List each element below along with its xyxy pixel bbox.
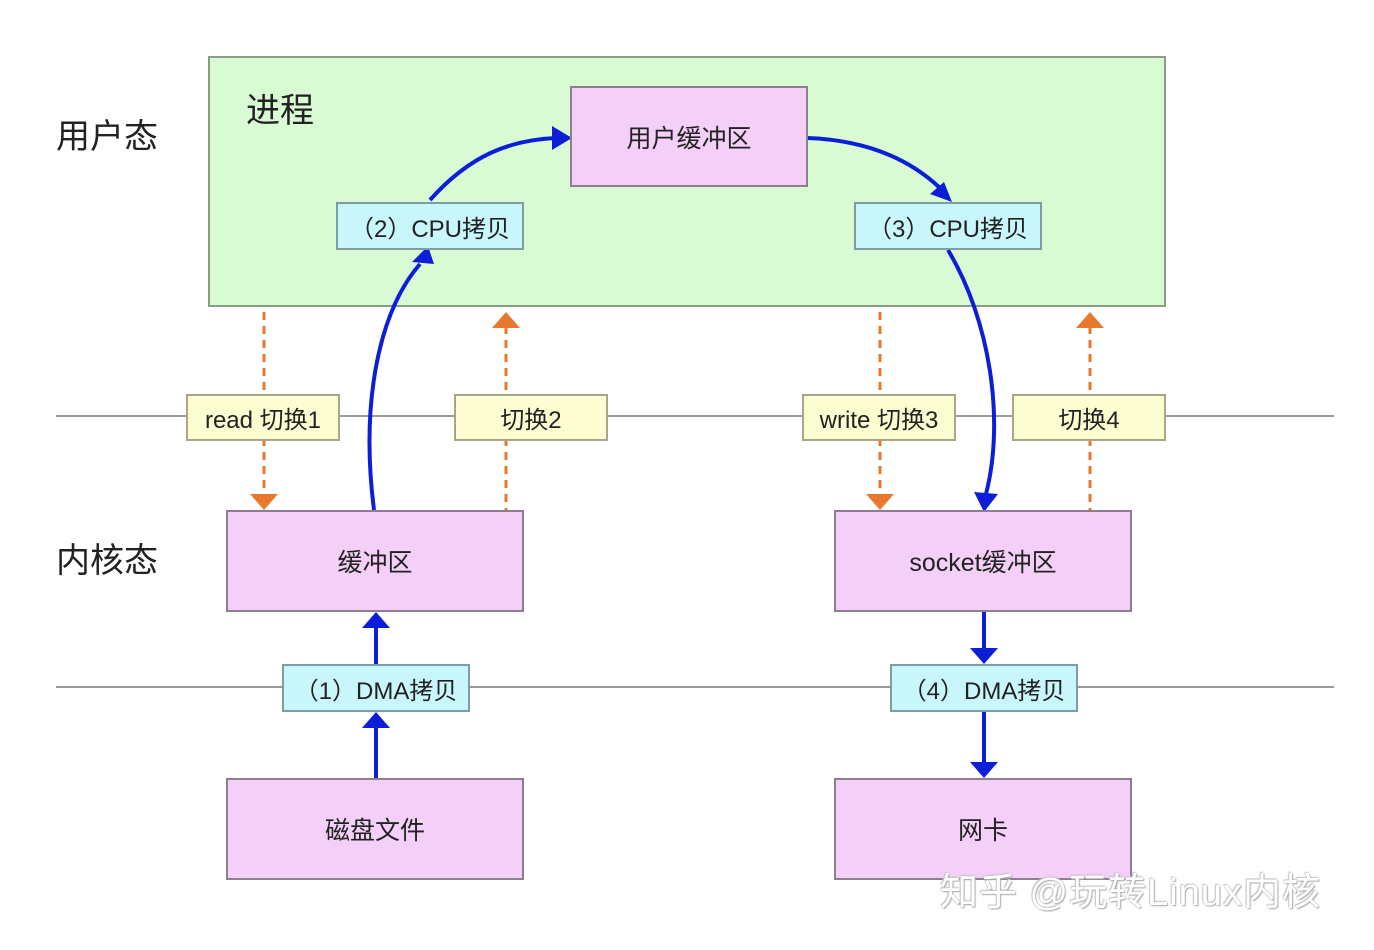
kernel-mode-label: 内核态 (56, 542, 158, 580)
dma-copy-1-label: （1）DMA拷贝 (282, 664, 470, 712)
disk-file-box: 磁盘文件 (226, 778, 524, 880)
socket-buffer-to-dma-copy-4-arrow (970, 612, 998, 664)
disk-file-to-dma-copy-1-arrow (362, 712, 390, 778)
dma-copy-1-to-kernel-buffer-arrow (362, 612, 390, 664)
switch3-label: write 切换3 (802, 394, 956, 441)
kernel-hardware-boundary-line (56, 686, 1334, 688)
kernel-buffer-box: 缓冲区 (226, 510, 524, 612)
cpu-copy-2-to-user-buffer-arrow (428, 126, 572, 202)
user-buffer-box: 用户缓冲区 (570, 86, 808, 187)
cpu-copy-2-label: （2）CPU拷贝 (336, 202, 524, 250)
switch1-label: read 切换1 (186, 394, 340, 441)
user-kernel-boundary-line (56, 415, 1334, 417)
process-title: 进程 (246, 92, 314, 130)
switch4-label: 切换4 (1012, 394, 1166, 441)
switch2-label: 切换2 (454, 394, 608, 441)
cpu-copy-3-label: （3）CPU拷贝 (854, 202, 1042, 250)
user-mode-label: 用户态 (56, 118, 158, 156)
socket-buffer-box: socket缓冲区 (834, 510, 1132, 612)
kernel-buffer-to-cpu-copy-2-arrow (367, 246, 434, 511)
watermark-text: 知乎 @玩转Linux内核 (940, 872, 1321, 914)
cpu-copy-3-to-socket-buffer-arrow (946, 248, 998, 512)
user-buffer-to-cpu-copy-3-arrow (807, 136, 952, 202)
dma-copy-4-to-nic-arrow (970, 712, 998, 778)
nic-box: 网卡 (834, 778, 1132, 880)
dma-copy-4-label: （4）DMA拷贝 (890, 664, 1078, 712)
